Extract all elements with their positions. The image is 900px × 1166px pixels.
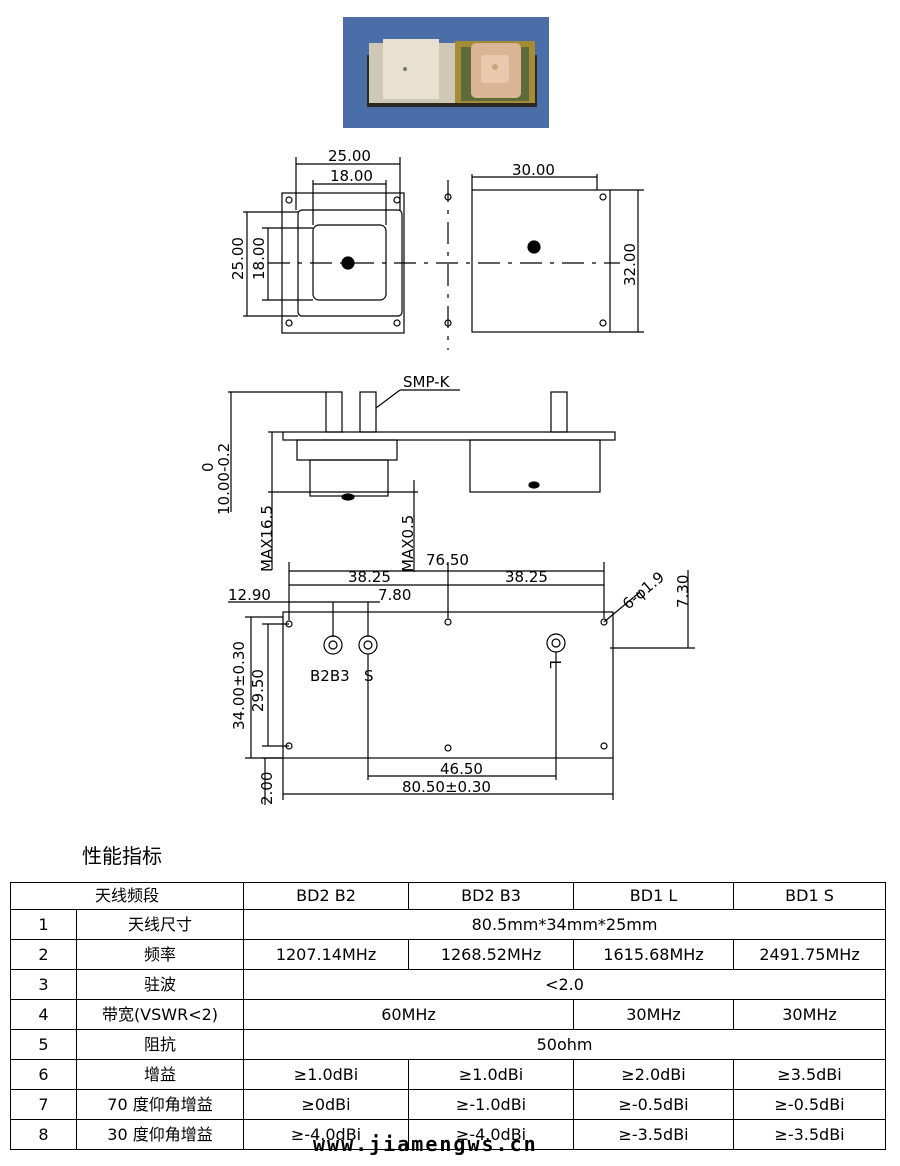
row-cell: ≥-4.0dBi — [408, 1119, 575, 1150]
table-row: 8 30 度仰角增益 ≥-4.0dBi ≥-4.0dBi ≥-3.5dBi ≥-… — [10, 1119, 887, 1150]
row-cell: 2491.75MHz — [733, 939, 887, 970]
spec-table: 天线频段 BD2 B2 BD2 B3 BD1 L BD1 S 1 天线尺寸 80… — [9, 882, 887, 1150]
connector-label: SMP-K — [403, 373, 451, 391]
bottom-view — [228, 562, 695, 805]
dim-10: 10.00-0.2 — [215, 443, 233, 515]
label-l: L — [546, 660, 564, 669]
row-merged: 50ohm — [243, 1029, 887, 1060]
dim-46-50: 46.50 — [440, 760, 483, 778]
row-num: 6 — [10, 1059, 77, 1090]
row-num: 3 — [10, 969, 77, 1000]
row-name: 30 度仰角增益 — [75, 1119, 245, 1150]
dim-25-top: 25.00 — [328, 147, 371, 165]
row-name: 70 度仰角增益 — [75, 1089, 245, 1120]
row-cell: ≥2.0dBi — [573, 1059, 735, 1090]
row-name: 频率 — [75, 939, 245, 970]
row-cell: ≥-3.5dBi — [573, 1119, 735, 1150]
section-title: 性能指标 — [82, 844, 162, 868]
dim-34: 34.00±0.30 — [230, 641, 248, 730]
side-elevation — [228, 389, 616, 572]
dim-80-50: 80.50±0.30 — [402, 778, 491, 796]
header-bd2b2: BD2 B2 — [243, 882, 410, 910]
row-num: 5 — [10, 1029, 77, 1060]
mechanical-drawing: 25.00 18.00 25.00 18.00 30.00 32.00 — [199, 147, 695, 805]
row-cell: ≥-0.5dBi — [573, 1089, 735, 1120]
row-name: 增益 — [75, 1059, 245, 1090]
row-num: 2 — [10, 939, 77, 970]
row-merged: 80.5mm*34mm*25mm — [243, 909, 887, 940]
row-cell: ≥-3.5dBi — [733, 1119, 887, 1150]
dim-18-top: 18.00 — [330, 167, 373, 185]
row-name: 阻抗 — [75, 1029, 245, 1060]
row-num: 7 — [10, 1089, 77, 1120]
dim-7-30: 7.30 — [674, 575, 692, 608]
dim-25-left: 25.00 — [229, 237, 247, 280]
row-cell: 1207.14MHz — [243, 939, 410, 970]
header-bd2b3: BD2 B3 — [408, 882, 575, 910]
table-row: 4 带宽(VSWR<2) 60MHz 30MHz 30MHz — [10, 999, 887, 1030]
row-name: 带宽(VSWR<2) — [75, 999, 245, 1030]
dim-2-00: 2.00 — [258, 772, 276, 805]
row-merged: <2.0 — [243, 969, 887, 1000]
row-num: 8 — [10, 1119, 77, 1150]
label-s: S — [364, 667, 374, 685]
row-num: 4 — [10, 999, 77, 1030]
row-cell: ≥0dBi — [243, 1089, 410, 1120]
row-cell: ≥1.0dBi — [243, 1059, 410, 1090]
row-name: 天线尺寸 — [75, 909, 245, 940]
table-header-row: 天线频段 BD2 B2 BD2 B3 BD1 L BD1 S — [9, 882, 887, 910]
dim-max05: MAX0.5 — [399, 515, 417, 572]
dim-0: 0 — [199, 462, 217, 472]
dim-38-25-right: 38.25 — [505, 568, 548, 586]
row-cell: 1615.68MHz — [573, 939, 735, 970]
dim-12-90: 12.90 — [228, 586, 271, 604]
row-cell: 1268.52MHz — [408, 939, 575, 970]
hole-spec: 6-φ1.9 — [619, 568, 668, 613]
row-cell: 30MHz — [733, 999, 887, 1030]
table-row: 3 驻波 <2.0 — [10, 969, 887, 1000]
dim-30: 30.00 — [512, 161, 555, 179]
label-b2b3: B2B3 — [310, 667, 350, 685]
table-row: 5 阻抗 50ohm — [10, 1029, 887, 1060]
dim-max16: MAX16.5 — [258, 505, 276, 572]
row-cell: ≥-0.5dBi — [733, 1089, 887, 1120]
row-cell: 30MHz — [573, 999, 735, 1030]
dim-18-left: 18.00 — [250, 237, 268, 280]
product-photo — [343, 17, 549, 128]
row-pair: 60MHz — [243, 999, 575, 1030]
gnss-antenna-photo-icon — [343, 17, 549, 128]
header-bd1s: BD1 S — [733, 882, 887, 910]
dim-76-50: 76.50 — [426, 551, 469, 569]
row-num: 1 — [10, 909, 77, 940]
row-cell: ≥-1.0dBi — [408, 1089, 575, 1120]
table-row: 7 70 度仰角增益 ≥0dBi ≥-1.0dBi ≥-0.5dBi ≥-0.5… — [10, 1089, 887, 1120]
row-name: 驻波 — [75, 969, 245, 1000]
dim-7-80: 7.80 — [378, 586, 411, 604]
dim-32: 32.00 — [621, 243, 639, 286]
row-cell: ≥1.0dBi — [408, 1059, 575, 1090]
table-row: 1 天线尺寸 80.5mm*34mm*25mm — [10, 909, 887, 940]
plan-view-right — [471, 174, 644, 333]
row-cell: ≥-4.0dBi — [243, 1119, 410, 1150]
row-cell: ≥3.5dBi — [733, 1059, 887, 1090]
table-row: 2 频率 1207.14MHz 1268.52MHz 1615.68MHz 24… — [10, 939, 887, 970]
table-row: 6 增益 ≥1.0dBi ≥1.0dBi ≥2.0dBi ≥3.5dBi — [10, 1059, 887, 1090]
header-bd1l: BD1 L — [573, 882, 735, 910]
dim-29-50: 29.50 — [249, 669, 267, 712]
dim-38-25-left: 38.25 — [348, 568, 391, 586]
header-band: 天线频段 — [9, 882, 245, 910]
